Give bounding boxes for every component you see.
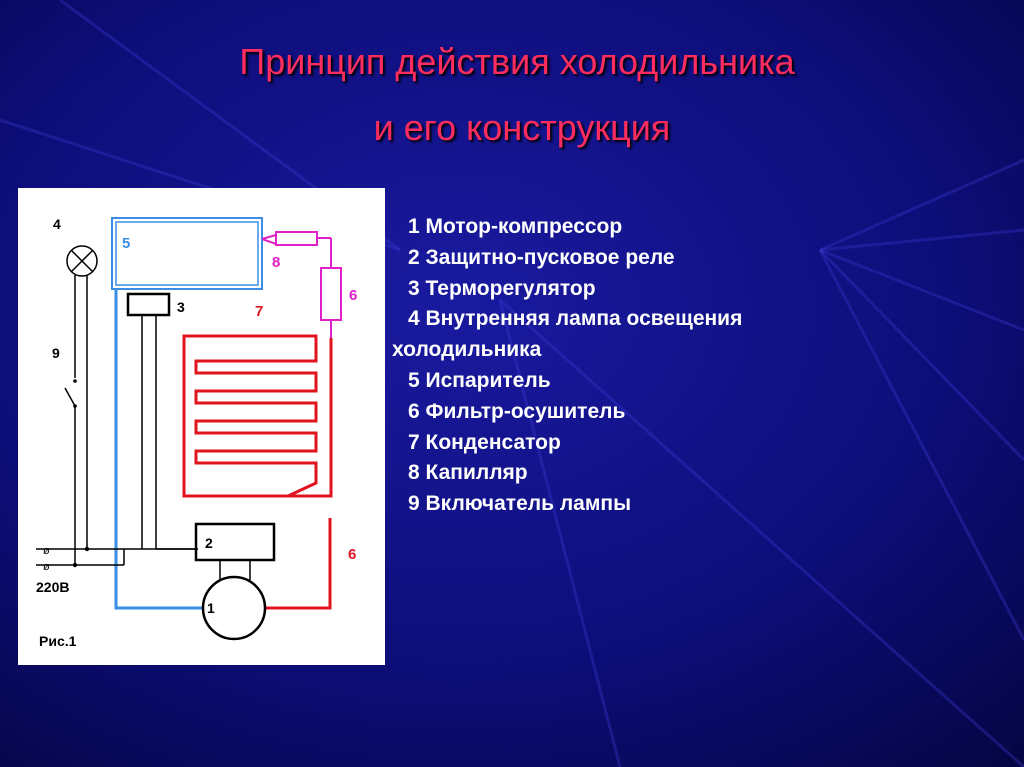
- junction-dot: [72, 562, 78, 568]
- junction-dot: [84, 546, 90, 552]
- label-2: 2: [205, 535, 213, 551]
- label-6-pipe: 6: [348, 546, 356, 563]
- label-7: 7: [255, 303, 263, 320]
- capillary-body: [275, 231, 318, 246]
- label-9: 9: [52, 345, 60, 361]
- label-3: 3: [177, 299, 185, 315]
- legend-item: 2 Защитно-пусковое реле: [408, 245, 675, 269]
- legend-item: 7 Конденсатор: [408, 430, 561, 454]
- capillary-tip: [261, 233, 277, 246]
- lamp-switch-icon: [64, 379, 77, 408]
- start-relay: [194, 522, 276, 562]
- voltage-label: 220В: [36, 579, 69, 595]
- refrigerator-diagram: 5 8 6 7 6 3 4 9: [36, 216, 357, 649]
- terminal-icon: ø: [43, 561, 50, 573]
- diagram-panel: 5 8 6 7 6 3 4 9: [18, 188, 385, 665]
- figure-caption: Рис.1: [39, 633, 77, 649]
- label-1: 1: [207, 600, 215, 616]
- motor-compressor: [201, 575, 267, 641]
- legend-item-continuation: холодильника: [392, 338, 542, 362]
- legend-item: 8 Капилляр: [408, 461, 528, 485]
- filter-drier: [320, 267, 342, 321]
- thermostat: [126, 292, 171, 317]
- evaporator-outer: [111, 217, 263, 290]
- label-5: 5: [122, 235, 130, 252]
- title-line-1: Принцип действия холодильника: [239, 41, 795, 82]
- terminal-icon: ø: [43, 545, 50, 557]
- lamp-icon: [66, 245, 98, 277]
- label-8: 8: [272, 254, 280, 271]
- legend-item: 5 Испаритель: [408, 368, 551, 392]
- title-line-2: и его конструкция: [373, 107, 671, 148]
- legend-item: 9 Включатель лампы: [408, 492, 632, 516]
- legend-item: 6 Фильтр-осушитель: [408, 399, 626, 423]
- legend-list: 1 Мотор-компрессор 2 Защитно-пусковое ре…: [392, 212, 832, 520]
- legend-item: 3 Терморегулятор: [408, 276, 596, 300]
- label-6-filter: 6: [349, 287, 357, 304]
- condenser-coil: [182, 334, 333, 498]
- label-4: 4: [53, 216, 61, 232]
- suction-line: [114, 289, 203, 610]
- legend-item: 1 Мотор-компрессор: [408, 215, 623, 238]
- evaporator-inner: [115, 221, 259, 286]
- legend-item: 4 Внутренняя лампа освещения: [408, 307, 743, 331]
